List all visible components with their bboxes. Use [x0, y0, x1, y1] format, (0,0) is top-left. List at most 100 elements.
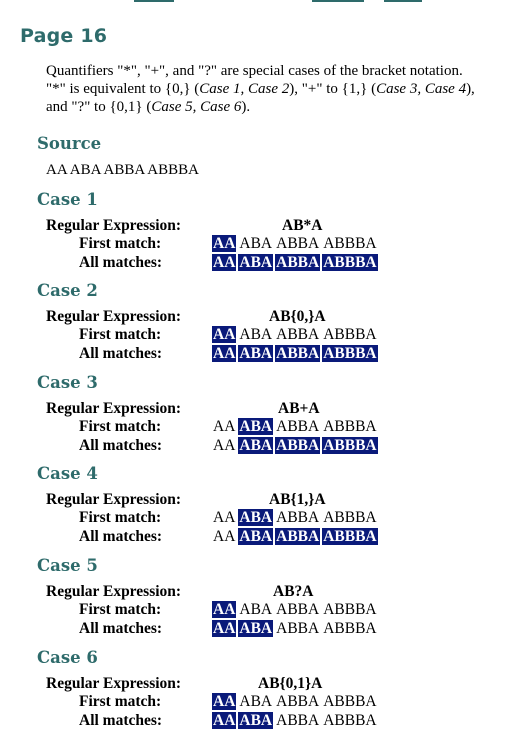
case-section: Case 1 Regular Expression: AB*A First ma…: [0, 190, 507, 280]
all-matches-label: All matches:: [79, 528, 163, 545]
case-heading: Case 1: [37, 190, 98, 209]
case-section: Case 3 Regular Expression: AB+A First ma…: [0, 373, 507, 463]
first-match-label: First match:: [79, 509, 162, 526]
match-highlight: ABBBA: [322, 437, 378, 454]
match-highlight: AA: [212, 235, 237, 252]
nav-link-underline[interactable]: [384, 0, 422, 2]
regex-value: AB{0,}A: [269, 308, 326, 325]
nav-link-underline[interactable]: [312, 0, 364, 2]
match-token: ABBBA: [323, 326, 377, 343]
all-matches-label: All matches:: [79, 437, 163, 454]
regex-value: AB+A: [278, 400, 320, 417]
match-token: ABBA: [276, 326, 320, 343]
match-token: AA: [213, 437, 236, 454]
case-reference: Case 1, Case 2: [199, 81, 290, 97]
regex-value: AB?A: [273, 583, 314, 600]
match-highlight: AA: [212, 620, 237, 637]
case-reference: Case 3, Case 4: [376, 81, 467, 97]
match-token: ABBBA: [323, 235, 377, 252]
regex-value: AB*A: [282, 217, 323, 234]
match-token: AA: [213, 418, 236, 435]
case-heading: Case 4: [37, 464, 98, 483]
case-heading: Case 6: [37, 648, 98, 667]
regex-label: Regular Expression:: [46, 217, 182, 234]
match-token: ABA: [239, 693, 273, 710]
match-highlight: ABA: [238, 418, 274, 435]
all-matches-label: All matches:: [79, 620, 163, 637]
case-section: Case 4 Regular Expression: AB{1,}A First…: [0, 464, 507, 554]
first-match-label: First match:: [79, 235, 162, 252]
match-token: ABBA: [276, 418, 320, 435]
case-heading: Case 2: [37, 281, 98, 300]
match-highlight: ABA: [238, 620, 274, 637]
regex-value: AB{0,1}A: [258, 675, 323, 692]
regex-label: Regular Expression:: [46, 400, 182, 417]
all-matches-label: All matches:: [79, 254, 163, 271]
case-section: Case 2 Regular Expression: AB{0,}A First…: [0, 281, 507, 371]
match-token: ABA: [239, 601, 273, 618]
match-highlight: ABA: [238, 712, 274, 729]
intro-text: ), "+" to {1,} (: [289, 81, 377, 97]
top-nav-strip: [0, 0, 507, 4]
case-reference: Case 5, Case 6: [151, 99, 242, 115]
all-matches-label: All matches:: [79, 345, 163, 362]
match-token: ABBA: [276, 509, 320, 526]
case-section: Case 5 Regular Expression: AB?A First ma…: [0, 556, 507, 646]
first-match-label: First match:: [79, 601, 162, 618]
match-token: ABBBA: [323, 601, 377, 618]
nav-link-underline[interactable]: [134, 0, 174, 2]
match-token: AA: [213, 509, 236, 526]
match-highlight: AA: [212, 693, 237, 710]
match-highlight: AA: [212, 254, 237, 271]
match-highlight: ABBA: [275, 254, 321, 271]
intro-text: ), and "?" to {0,1} (: [46, 81, 475, 115]
match-highlight: ABA: [238, 345, 274, 362]
match-highlight: ABBA: [275, 345, 321, 362]
match-token: ABA: [239, 326, 273, 343]
match-highlight: AA: [212, 326, 237, 343]
intro-text: Quantifiers "*", "+", and "?" are specia…: [46, 63, 463, 97]
match-highlight: ABA: [238, 437, 274, 454]
match-token: ABBBA: [323, 418, 377, 435]
source-heading: Source: [37, 134, 102, 153]
page-title: Page 16: [20, 25, 108, 47]
source-text: AA ABA ABBA ABBBA: [46, 162, 199, 178]
regex-label: Regular Expression:: [46, 583, 182, 600]
first-match-label: First match:: [79, 418, 162, 435]
match-token: ABBBA: [323, 509, 377, 526]
match-highlight: AA: [212, 712, 237, 729]
first-match-label: First match:: [79, 326, 162, 343]
match-token: ABBBA: [323, 693, 377, 710]
match-token: AA: [213, 528, 236, 545]
intro-paragraph: Quantifiers "*", "+", and "?" are specia…: [46, 62, 486, 116]
match-highlight: AA: [212, 601, 237, 618]
match-highlight: ABBBA: [322, 254, 378, 271]
match-highlight: ABBA: [275, 528, 321, 545]
match-token: ABBA: [276, 712, 320, 729]
regex-label: Regular Expression:: [46, 675, 182, 692]
match-token: ABBA: [276, 620, 320, 637]
first-match-label: First match:: [79, 693, 162, 710]
case-heading: Case 3: [37, 373, 98, 392]
case-heading: Case 5: [37, 556, 98, 575]
match-token: ABBA: [276, 601, 320, 618]
all-matches-label: All matches:: [79, 712, 163, 729]
regex-label: Regular Expression:: [46, 491, 182, 508]
match-highlight: ABA: [238, 254, 274, 271]
match-highlight: ABA: [238, 528, 274, 545]
match-highlight: ABBBA: [322, 528, 378, 545]
match-highlight: AA: [212, 345, 237, 362]
regex-label: Regular Expression:: [46, 308, 182, 325]
regex-value: AB{1,}A: [269, 491, 326, 508]
case-section: Case 6 Regular Expression: AB{0,1}A Firs…: [0, 648, 507, 738]
match-highlight: ABBBA: [322, 345, 378, 362]
